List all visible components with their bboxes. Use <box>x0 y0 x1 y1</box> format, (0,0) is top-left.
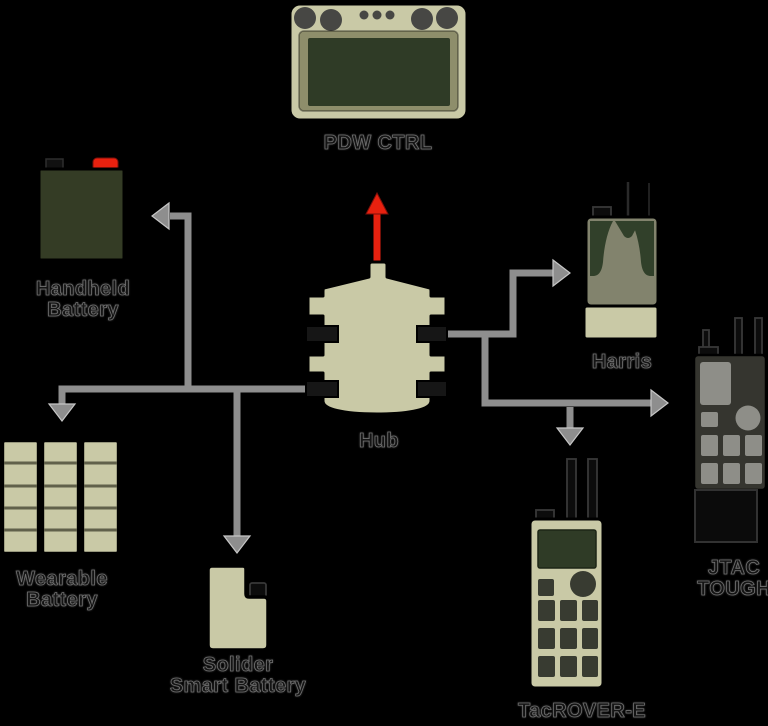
wearable-battery-label: Wearable Battery <box>16 568 108 611</box>
arrowhead-right-harris-icon <box>552 258 571 288</box>
wearable-battery-device <box>1 439 120 555</box>
wearable-battery-columns <box>1 439 120 555</box>
tacrover-keypad <box>538 600 598 677</box>
hub-device <box>305 260 448 416</box>
jtac-function-button <box>701 412 718 427</box>
handheld-battery-label: Handheld Battery <box>35 278 131 321</box>
harris-device <box>582 182 660 341</box>
hub-port-right-upper <box>416 325 448 343</box>
arrowhead-down-solider-icon <box>222 535 252 554</box>
jtac-tough-device <box>692 317 768 543</box>
hub-port-left-lower <box>305 380 339 398</box>
tacrover-screen <box>537 529 597 569</box>
hub-port-right-lower <box>416 380 448 398</box>
arrowhead-up-red-icon <box>365 191 389 215</box>
arrowhead-right-jtac-icon <box>650 388 669 418</box>
wearable-battery-cell-dividers <box>4 461 117 532</box>
tacrover-antenna-icon <box>566 458 577 522</box>
jtac-antenna2-icon <box>734 317 743 357</box>
connections <box>47 191 669 554</box>
solider-smart-battery-connector <box>249 582 267 598</box>
arrowhead-down-wearable-icon <box>47 403 77 422</box>
jtac-antenna3-icon <box>754 317 763 357</box>
jtac-dial <box>735 405 761 431</box>
connector-hub-to-harris <box>447 269 553 338</box>
jtac-battery-grip <box>694 489 758 543</box>
solider-smart-battery-device <box>206 564 270 652</box>
pdw-ctrl-device <box>288 2 469 122</box>
harris-front-panel <box>590 221 654 276</box>
hub-body <box>306 260 448 416</box>
hub-port-left-upper <box>305 325 339 343</box>
connector-hub-to-wearable-battery <box>58 385 310 405</box>
hub-label: Hub <box>358 430 400 452</box>
handheld-battery-body <box>37 167 126 262</box>
tacrover-dial <box>570 571 596 597</box>
jtac-keypad <box>701 435 762 484</box>
solider-smart-battery-label: Solider Smart Battery <box>169 654 307 697</box>
solider-smart-battery-body <box>206 564 270 652</box>
connector-hub-to-jtac-tough <box>481 331 651 407</box>
connector-hub-to-handheld-battery <box>170 212 192 389</box>
jtac-tough-label: JTAC TOUGH <box>697 557 768 600</box>
tacrover-function-button <box>538 579 554 596</box>
harris-battery-section <box>582 304 660 341</box>
tacrover-e-label: TacROVER-E <box>517 700 647 722</box>
tacrover-e-device <box>528 458 605 690</box>
jtac-screen <box>700 362 731 405</box>
harris-label: Harris <box>591 351 653 373</box>
handheld-battery-device <box>37 157 126 262</box>
pdw-ctrl-screen <box>308 38 450 106</box>
pdw-ctrl-knobs <box>294 7 458 31</box>
arrowhead-left-handheld-icon <box>151 201 170 231</box>
tacrover-antenna2-icon <box>587 458 598 522</box>
arrowhead-down-tacrover-icon <box>555 427 585 446</box>
pdw-ctrl-label: PDW CTRL <box>323 132 433 154</box>
